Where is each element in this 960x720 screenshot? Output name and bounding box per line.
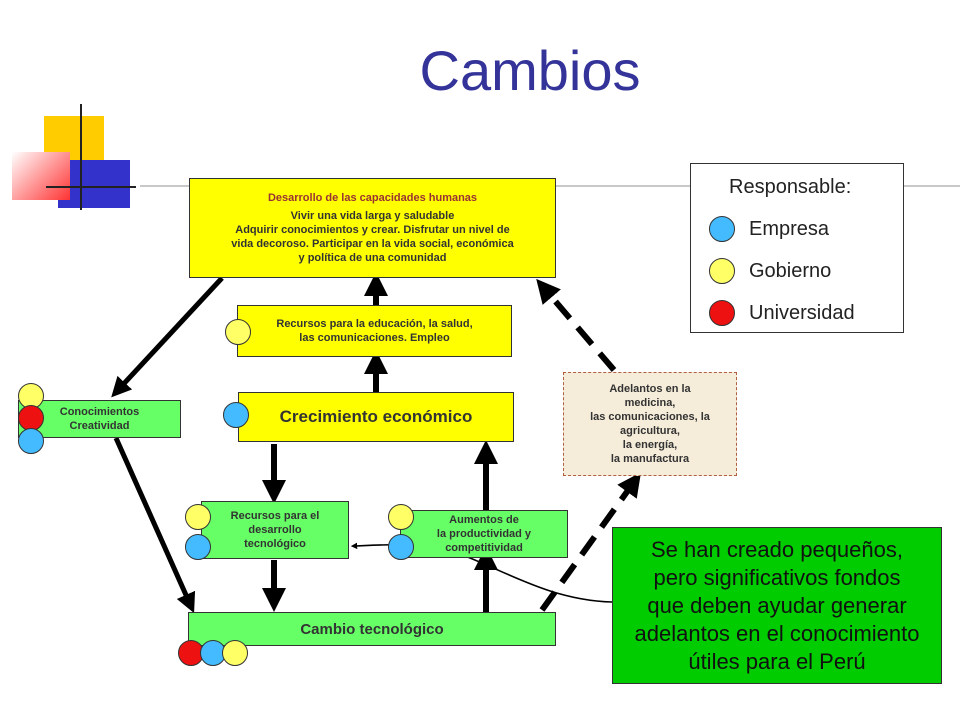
- recursos-desarrollo-dot-empresa: [185, 534, 211, 560]
- logo-horizontal-line: [46, 186, 136, 188]
- adelantos-line4: agricultura,: [620, 425, 680, 437]
- crecimiento-dot-empresa: [223, 402, 249, 428]
- cambio-tecnologico-label: Cambio tecnológico: [300, 620, 444, 638]
- recursos-desarrollo-dot-gobierno: [185, 504, 211, 530]
- aumentos-line1: Aumentos de: [449, 514, 519, 526]
- note-line1: Se han creado pequeños,: [651, 537, 903, 562]
- legend-swatch-gobierno: [709, 258, 735, 284]
- crecimiento-label: Crecimiento económico: [279, 407, 473, 426]
- legend-item-empresa: Empresa: [709, 216, 829, 242]
- recursos-educacion-box: Recursos para la educación, la salud, la…: [237, 305, 512, 357]
- adelantos-line1: Adelantos en la: [609, 383, 691, 395]
- aumentos-line3: competitividad: [445, 542, 523, 554]
- conocimientos-line1: Conocimientos: [59, 406, 140, 418]
- desarrollo-heading: Desarrollo de las capacidades humanas: [267, 192, 478, 204]
- page-title: Cambios: [419, 39, 641, 102]
- note-line4: adelantos en el conocimiento: [634, 621, 920, 646]
- note-line3: que deben ayudar generar: [647, 593, 907, 618]
- aumentos-dot-empresa: [388, 534, 414, 560]
- arrow-top-to-conocimientos: [111, 276, 224, 398]
- legend-swatch-empresa: [709, 216, 735, 242]
- logo-decoration: [0, 100, 140, 210]
- note-line2: pero significativos fondos: [653, 565, 901, 590]
- aumentos-box: Aumentos de la productividad y competiti…: [400, 510, 568, 558]
- legend-box: Responsable: Empresa Gobierno Universida…: [690, 163, 904, 333]
- legend-item-gobierno: Gobierno: [709, 258, 831, 284]
- legend-label-empresa: Empresa: [749, 217, 830, 240]
- conocimientos-line2: Creatividad: [69, 420, 130, 432]
- desarrollo-line4: y política de una comunidad: [298, 252, 447, 264]
- recursos-desarrollo-line2: desarrollo: [248, 524, 302, 536]
- legend-title: Responsable:: [729, 176, 852, 198]
- aumentos-dot-gobierno: [388, 504, 414, 530]
- legend-swatch-universidad: [709, 300, 735, 326]
- recursos-educacion-line1: Recursos para la educación, la salud,: [276, 318, 473, 330]
- adelantos-box: Adelantos en la medicina, las comunicaci…: [563, 372, 737, 476]
- recursos-desarrollo-box: Recursos para el desarrollo tecnológico: [201, 501, 349, 559]
- legend-label-universidad: Universidad: [749, 301, 855, 324]
- legend-item-universidad: Universidad: [709, 300, 855, 326]
- desarrollo-line2: Adquirir conocimientos y crear. Disfruta…: [235, 224, 510, 236]
- conocimientos-box: Conocimientos Creatividad: [18, 400, 181, 438]
- adelantos-line6: la manufactura: [610, 453, 690, 465]
- adelantos-line3: las comunicaciones, la: [590, 411, 710, 423]
- cambio-tecnologico-box: Cambio tecnológico: [188, 612, 556, 646]
- desarrollo-line3: vida decoroso. Participar en la vida soc…: [231, 238, 514, 250]
- conocimientos-dot-empresa: [18, 428, 44, 454]
- adelantos-line2: medicina,: [624, 397, 676, 409]
- arrow-dashed-adelantos-to-top: [536, 278, 617, 372]
- arrow-conocimientos-to-cambio: [113, 436, 196, 614]
- recursos-educacion-line2: las comunicaciones. Empleo: [299, 332, 450, 344]
- cambio-dot-gobierno: [222, 640, 248, 666]
- recursos-desarrollo-line3: tecnológico: [244, 538, 306, 550]
- logo-vertical-line: [80, 104, 82, 210]
- logo-blue-square: [58, 160, 130, 208]
- logo-red-square: [12, 152, 70, 200]
- crecimiento-box: Crecimiento económico: [238, 392, 514, 442]
- recursos-educacion-dot-gobierno: [225, 319, 251, 345]
- recursos-desarrollo-line1: Recursos para el: [230, 510, 320, 522]
- arrow-dashed-cambio-to-adelantos: [539, 472, 642, 612]
- aumentos-line2: la productividad y: [436, 528, 532, 540]
- desarrollo-capacidades-box: Desarrollo de las capacidades humanas Vi…: [189, 178, 556, 278]
- desarrollo-line1: Vivir una vida larga y saludable: [290, 210, 455, 222]
- legend-label-gobierno: Gobierno: [749, 259, 832, 282]
- note-box: Se han creado pequeños, pero significati…: [612, 527, 942, 684]
- adelantos-line5: la energía,: [622, 439, 678, 451]
- note-line5: útiles para el Perú: [688, 649, 866, 674]
